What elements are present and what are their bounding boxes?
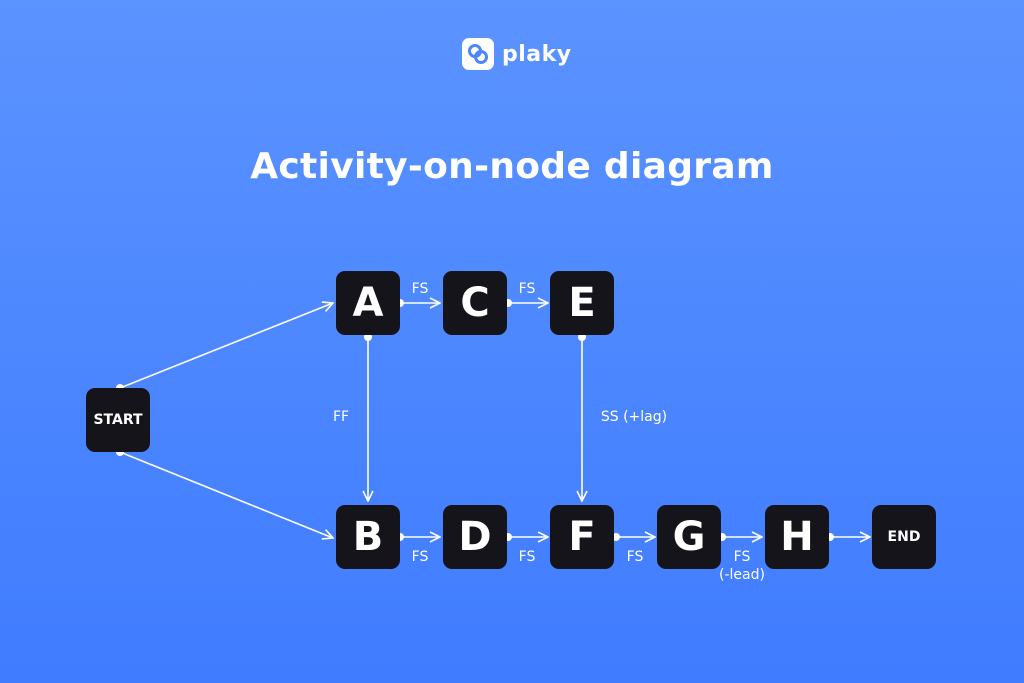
- edge-label-a-b: FF: [332, 409, 350, 425]
- edge-label-b-d: FS: [411, 549, 429, 565]
- brand-name: plaky: [502, 41, 572, 67]
- brand: plaky: [462, 38, 572, 70]
- edge-label-a-c: FS: [411, 281, 429, 297]
- edge-label-g-h-lead: (-lead): [719, 567, 765, 583]
- edge-label-e-f: SS (+lag): [600, 409, 668, 425]
- edge-label-f-g: FS: [626, 549, 644, 565]
- node-g: G: [657, 505, 721, 569]
- connector-dot: [578, 333, 586, 341]
- node-d: D: [443, 505, 507, 569]
- node-f: F: [550, 505, 614, 569]
- node-b: B: [336, 505, 400, 569]
- edge-label-c-e: FS: [518, 281, 536, 297]
- node-c: C: [443, 271, 507, 335]
- edge-label-d-f: FS: [518, 549, 536, 565]
- connector-dot: [364, 333, 372, 341]
- node-start: START: [86, 388, 150, 452]
- node-a: A: [336, 271, 400, 335]
- edge-label-g-h: FS: [733, 549, 751, 565]
- edge-start-a: [119, 303, 333, 389]
- edge-start-b: [119, 451, 333, 538]
- node-h: H: [765, 505, 829, 569]
- page-title: Activity-on-node diagram: [250, 146, 774, 187]
- plaky-logo-icon: [462, 38, 494, 70]
- node-end: END: [872, 505, 936, 569]
- node-e: E: [550, 271, 614, 335]
- connector-dot: [612, 533, 620, 541]
